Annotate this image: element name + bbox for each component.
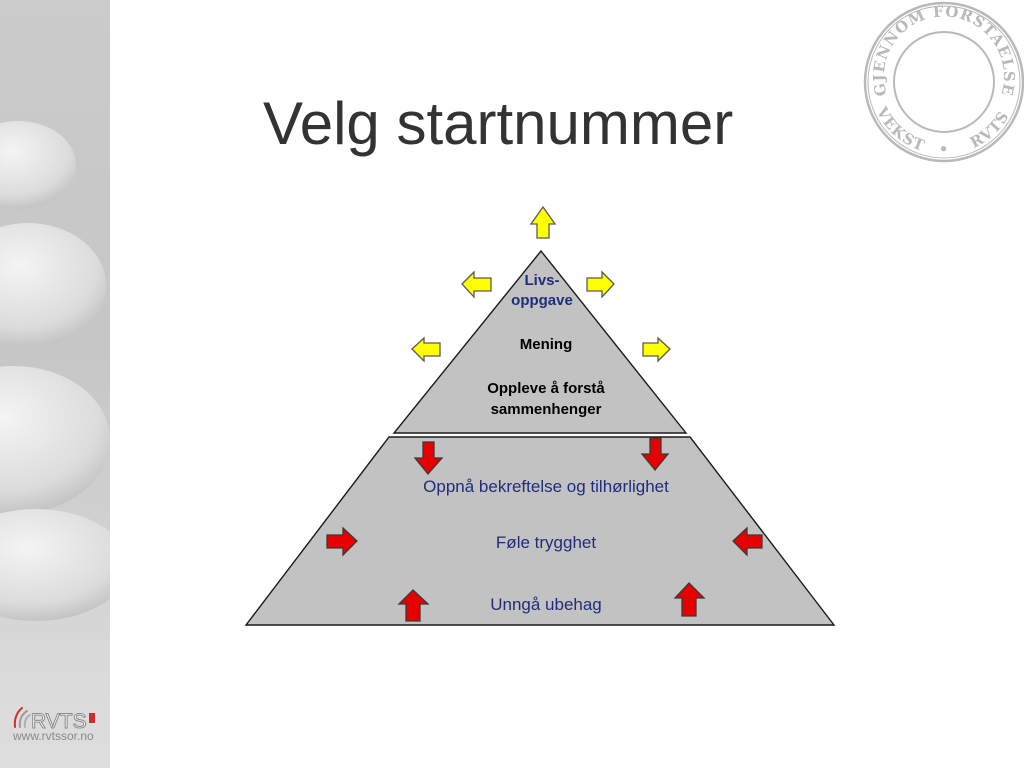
strip-fade <box>0 640 110 768</box>
upper-level-1-line-2: oppgave <box>511 292 573 309</box>
needs-pyramid: Livs- oppgave Mening Oppleve å forstå sa… <box>244 249 836 626</box>
side-decoration-strip <box>0 0 110 768</box>
arrow-down-icon <box>640 437 670 472</box>
arrow-down-icon <box>413 441 444 476</box>
arrow-right-icon <box>642 336 671 363</box>
logo-text: RVTS <box>31 710 87 733</box>
arrow-right-icon <box>586 270 615 299</box>
lower-level-1: Oppnå bekreftelse og tilhørlighet <box>423 477 669 496</box>
lower-level-3: Unngå ubehag <box>490 595 602 614</box>
stamp-top-text: GJENNOM FORSTAELSE <box>870 2 1018 98</box>
upper-level-3-line-2: sammenhenger <box>491 401 602 418</box>
upper-level-2-line-1: Mening <box>520 336 573 353</box>
arrow-left-icon <box>732 526 763 557</box>
pyramid-lower-trapezoid <box>244 436 836 626</box>
stone-image <box>0 366 110 514</box>
upper-level-1-line-1: Livs- <box>524 272 559 289</box>
growth-arrows <box>411 205 671 363</box>
stone-image <box>0 121 76 209</box>
flame-icon <box>13 707 31 728</box>
stamp-separator: • <box>939 140 950 158</box>
arrow-left-icon <box>411 336 441 363</box>
arrow-up-icon <box>397 589 430 622</box>
stamp-outer-ring-inner <box>867 5 1021 159</box>
arrow-left-icon <box>461 270 492 299</box>
footer-url: www.rvtssor.no <box>12 729 94 743</box>
arrow-up-icon <box>529 205 557 239</box>
stone-image <box>0 509 110 621</box>
stamp-seal: GJENNOM FORSTAELSE VEKST • RVTS <box>863 1 1024 163</box>
stamp-outer-ring <box>863 1 1024 163</box>
logo-red-tag <box>89 713 95 723</box>
slide-title: Velg startnummer <box>263 90 734 157</box>
footer-logo: RVTS www.rvtssor.no <box>12 707 95 743</box>
lower-level-2: Føle trygghet <box>496 533 596 552</box>
pyramid-upper-triangle <box>392 249 688 434</box>
upper-level-3-line-1: Oppleve å forstå <box>487 380 605 397</box>
stone-image <box>0 223 106 347</box>
pressure-arrows <box>326 437 763 622</box>
stamp-inner-ring <box>893 31 995 133</box>
arrow-right-icon <box>326 526 358 557</box>
arrow-up-icon <box>673 582 706 617</box>
